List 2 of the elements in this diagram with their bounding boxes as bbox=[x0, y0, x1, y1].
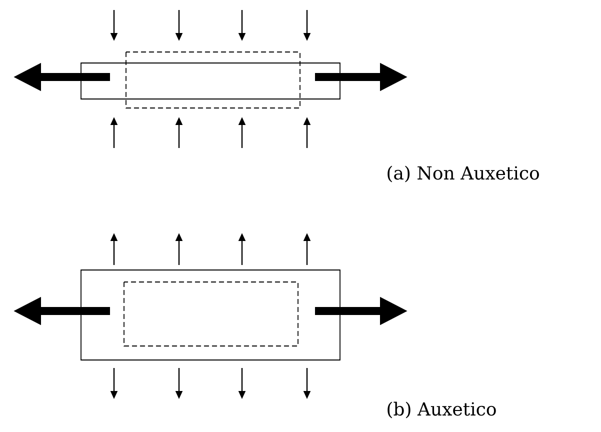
panel-caption: (a) Non Auxetico bbox=[388, 166, 539, 182]
panel-caption: (b) Auxetico bbox=[388, 402, 496, 418]
